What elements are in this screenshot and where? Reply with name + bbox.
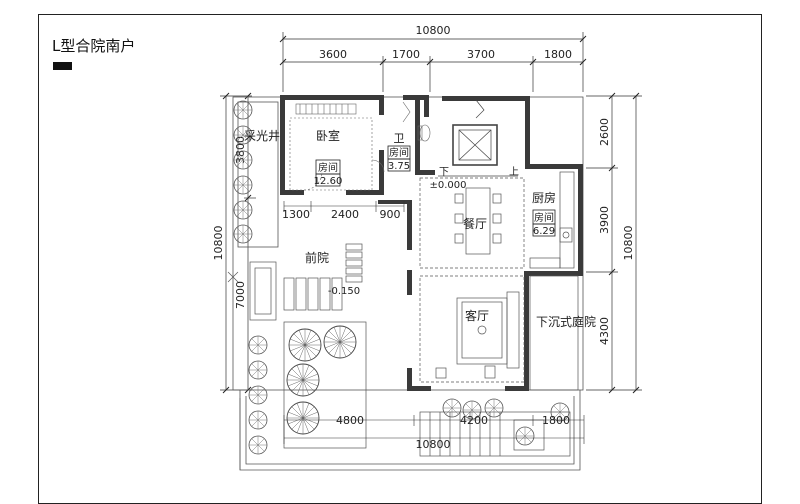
dim-left-total: 10800 xyxy=(212,226,225,261)
living-furniture xyxy=(419,275,525,383)
label-stair-up: 上 xyxy=(509,166,519,178)
bath-area-box xyxy=(387,158,411,172)
dim-inner-2: 2400 xyxy=(331,208,359,221)
label-bath: 卫 xyxy=(394,132,405,145)
dim-left-lower: 7000 xyxy=(234,281,247,309)
label-kitchen: 厨房 xyxy=(532,190,556,205)
dim-inner-1: 1300 xyxy=(282,208,310,221)
label-yard-level: -0.150 xyxy=(328,286,360,297)
kitchen-area-box xyxy=(532,223,556,237)
dim-top-seg-1: 3600 xyxy=(319,48,347,61)
label-bedroom-tag: 房间 xyxy=(318,161,338,174)
dim-top-seg-4: 1800 xyxy=(544,48,572,61)
bedroom-interior xyxy=(289,103,385,191)
dim-left-upper: 3800 xyxy=(234,136,247,164)
label-dining: 餐厅 xyxy=(463,216,487,231)
label-light-well: 采光井 xyxy=(244,129,280,143)
label-front-yard: 前院 xyxy=(305,250,329,265)
dim-top-total: 10800 xyxy=(416,24,451,37)
dim-inner-3: 900 xyxy=(380,208,401,221)
dim-top-seg-3: 3700 xyxy=(467,48,495,61)
label-kitchen-tag: 房间 xyxy=(534,211,554,224)
walls xyxy=(280,95,583,391)
front-yard-paving xyxy=(227,243,367,470)
dining-table xyxy=(419,177,525,269)
label-bath-tag: 房间 xyxy=(389,146,409,159)
label-stair-down: 下 xyxy=(439,167,449,178)
kitchen-counters xyxy=(529,171,575,269)
label-bedroom: 卧室 xyxy=(316,128,340,143)
label-bedroom-area: 12.60 xyxy=(314,176,343,187)
right-dimension-lines xyxy=(586,95,642,391)
dim-top-seg-2: 1700 xyxy=(392,48,420,61)
dim-right-total: 10800 xyxy=(622,226,635,261)
label-sunken-court: 下沉式庭院 xyxy=(536,314,596,329)
legend-marker xyxy=(53,62,72,70)
label-floor-level: ±0.000 xyxy=(429,180,466,191)
bath-interior xyxy=(402,101,431,142)
sunken-court xyxy=(419,275,579,457)
plan-title: L型合院南户 xyxy=(52,37,136,55)
dim-bottom-seg-3: 1800 xyxy=(542,414,570,427)
dim-bottom-total: 10800 xyxy=(416,438,451,451)
top-dimension-lines xyxy=(282,32,584,92)
dim-bottom-seg-1: 4800 xyxy=(336,414,364,427)
label-bath-area: 3.75 xyxy=(388,161,410,172)
label-living: 客厅 xyxy=(465,308,489,323)
dim-right-seg-2: 3900 xyxy=(598,206,611,234)
dim-right-seg-1: 2600 xyxy=(598,118,611,146)
dim-right-seg-3: 4300 xyxy=(598,317,611,345)
stair-core xyxy=(438,99,518,177)
bedroom-area-box xyxy=(315,173,341,187)
label-kitchen-area: 6.29 xyxy=(533,226,555,237)
dim-bottom-seg-2: 4200 xyxy=(460,414,488,427)
